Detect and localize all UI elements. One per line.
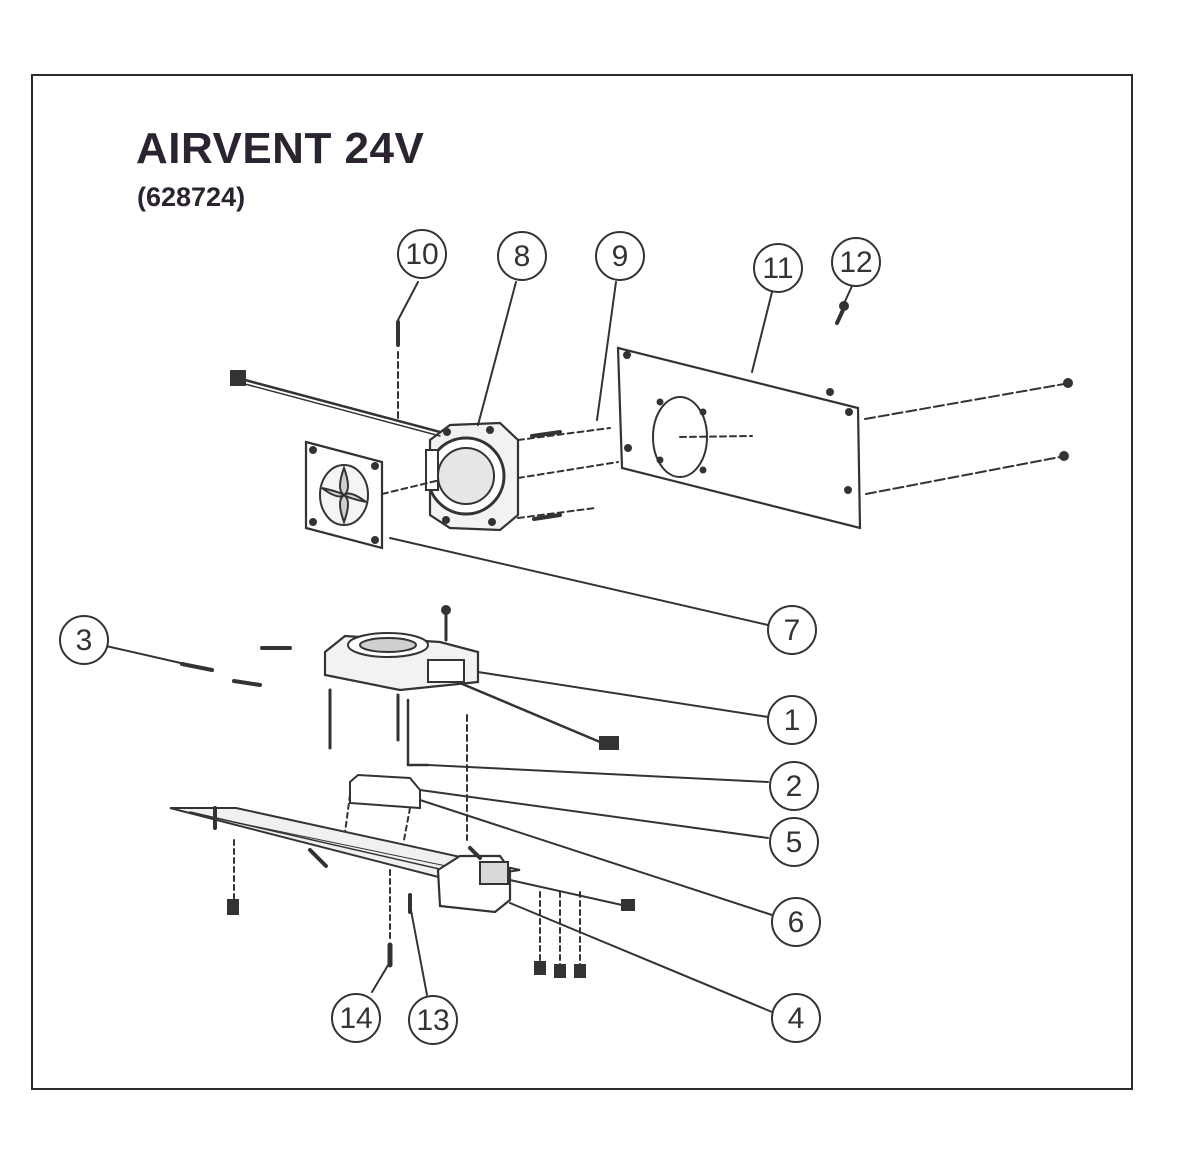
svg-text:10: 10 xyxy=(405,238,438,271)
callout-13: 13 xyxy=(408,995,458,1045)
callout-1: 1 xyxy=(767,695,817,745)
svg-text:11: 11 xyxy=(762,252,793,285)
small-fasteners xyxy=(180,646,292,687)
bottom-screws xyxy=(387,869,412,968)
svg-text:8: 8 xyxy=(514,240,531,273)
plate-screws xyxy=(835,301,1073,495)
callout-8: 8 xyxy=(497,231,547,281)
callout-11: 11 xyxy=(753,243,803,293)
callout-3: 3 xyxy=(59,615,109,665)
callout-4: 4 xyxy=(771,993,821,1043)
svg-text:3: 3 xyxy=(76,624,93,657)
callout-7: 7 xyxy=(767,605,817,655)
part-number: (628724) xyxy=(137,182,246,212)
svg-text:12: 12 xyxy=(839,246,872,279)
svg-text:5: 5 xyxy=(786,826,803,859)
callout-5: 5 xyxy=(769,817,819,867)
upper-cable xyxy=(230,320,442,437)
motor-block xyxy=(436,846,635,978)
diagram-title: AIRVENT 24V xyxy=(136,124,425,173)
callout-12: 12 xyxy=(831,237,881,287)
callouts: 10 8 9 11 12 7 3 1 xyxy=(59,229,881,1045)
motor-bracket xyxy=(323,605,619,841)
svg-text:13: 13 xyxy=(416,1004,449,1037)
svg-text:14: 14 xyxy=(339,1002,372,1035)
svg-text:4: 4 xyxy=(788,1002,805,1035)
callout-2: 2 xyxy=(769,761,819,811)
leader-lines xyxy=(105,281,853,1013)
svg-text:7: 7 xyxy=(784,614,801,647)
callout-9: 9 xyxy=(595,231,645,281)
lower-bracket xyxy=(343,773,421,841)
svg-text:9: 9 xyxy=(612,240,629,273)
diagram-frame xyxy=(31,74,1133,1090)
svg-text:6: 6 xyxy=(788,906,805,939)
callout-6: 6 xyxy=(771,897,821,947)
callout-14: 14 xyxy=(331,993,381,1043)
svg-text:2: 2 xyxy=(786,770,803,803)
base-rail xyxy=(169,806,521,915)
svg-text:1: 1 xyxy=(784,704,801,737)
fan-grille xyxy=(304,440,441,550)
callout-10: 10 xyxy=(397,229,447,279)
fan-housing xyxy=(425,421,619,532)
wall-plate xyxy=(616,346,862,530)
